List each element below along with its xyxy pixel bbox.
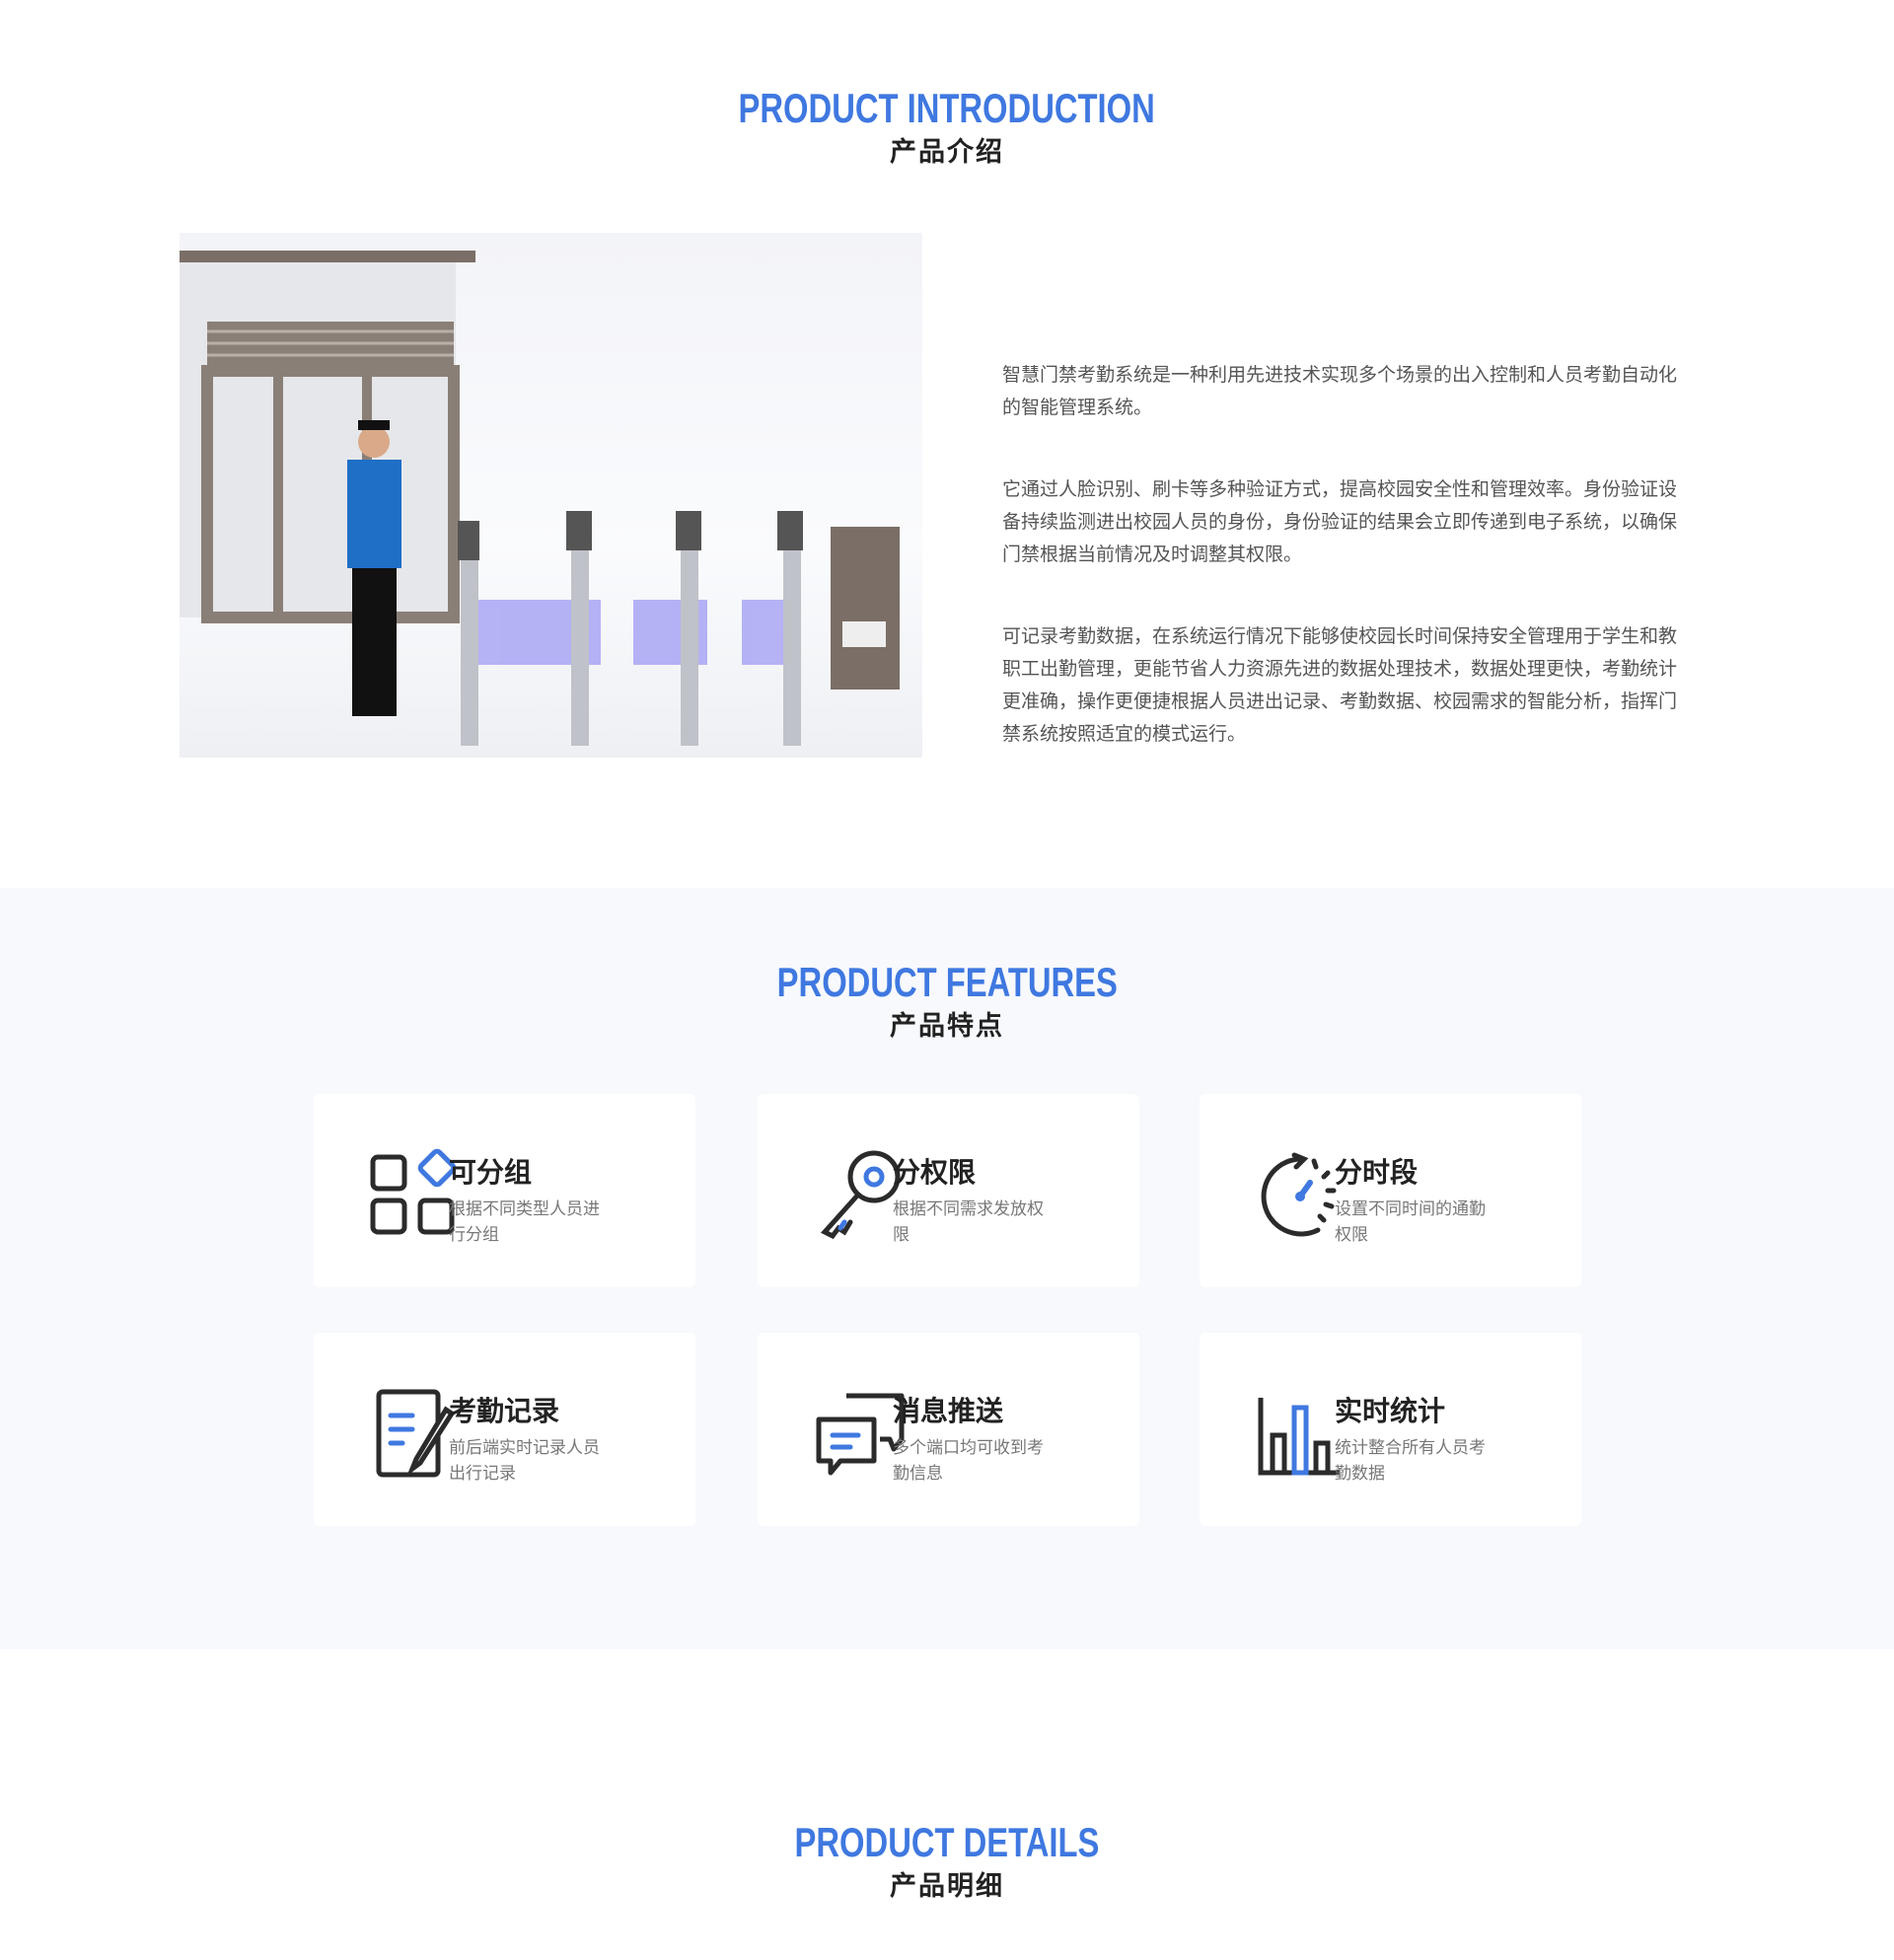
intro-paragraph: 可记录考勤数据，在系统运行情况下能够使校园长时间保持安全管理用于学生和教职工出勤… — [1002, 626, 1678, 745]
feature-card-time-slots: 分时段 设置不同时间的通勤权限 — [1200, 1094, 1581, 1287]
feature-title: 可分组 — [449, 1157, 533, 1188]
feature-desc: 多个端口均可收到考勤信息 — [893, 1438, 1044, 1483]
details-title-en: PRODUCT DETAILS — [794, 1819, 1100, 1865]
intro-paragraph: 智慧门禁考勤系统是一种利用先进技术实现多个场景的出入控制和人员考勤自动化的智能管… — [1002, 365, 1678, 418]
feature-desc: 根据不同需求发放权限 — [893, 1199, 1044, 1244]
grid-icon — [370, 1148, 457, 1235]
feature-card-attendance-record: 考勤记录 前后端实时记录人员出行记录 — [314, 1333, 695, 1526]
feature-card-permissions: 分权限 根据不同需求发放权限 — [758, 1094, 1139, 1287]
feature-title: 考勤记录 — [449, 1396, 560, 1426]
edit-note-icon — [376, 1389, 456, 1478]
features-title-cn: 产品特点 — [890, 1011, 1004, 1041]
feature-title: 消息推送 — [893, 1396, 1004, 1426]
feature-title: 分权限 — [893, 1157, 977, 1188]
chat-icon — [816, 1393, 905, 1476]
features-heading: PRODUCT FEATURES 产品特点 — [0, 959, 1894, 1043]
intro-paragraph: 它通过人脸识别、刷卡等多种验证方式，提高校园安全性和管理效率。身份验证设备持续监… — [1002, 479, 1678, 565]
feature-card-realtime-stats: 实时统计 统计整合所有人员考勤数据 — [1200, 1333, 1581, 1526]
feature-title: 实时统计 — [1335, 1396, 1446, 1426]
intro-description: 智慧门禁考勤系统是一种利用先进技术实现多个场景的出入控制和人员考勤自动化的智能管… — [1002, 359, 1683, 800]
feature-desc: 前后端实时记录人员出行记录 — [449, 1438, 600, 1483]
timer-icon — [1261, 1152, 1337, 1237]
key-icon — [820, 1150, 901, 1240]
details-heading: PRODUCT DETAILS 产品明细 — [0, 1819, 1894, 1903]
feature-card-message-push: 消息推送 多个端口均可收到考勤信息 — [758, 1333, 1139, 1526]
intro-title-cn: 产品介绍 — [890, 137, 1004, 167]
features-section: PRODUCT FEATURES 产品特点 可分组 根据不同类型人员进行分组 分… — [0, 888, 1894, 1649]
intro-heading: PRODUCT INTRODUCTION 产品介绍 — [0, 85, 1894, 169]
feature-title: 分时段 — [1335, 1157, 1419, 1188]
features-title-en: PRODUCT FEATURES — [776, 959, 1118, 1005]
bar-chart-icon — [1258, 1398, 1340, 1476]
product-photo — [180, 233, 922, 758]
feature-desc: 统计整合所有人员考勤数据 — [1335, 1438, 1486, 1483]
details-title-cn: 产品明细 — [890, 1871, 1004, 1901]
feature-card-grouping: 可分组 根据不同类型人员进行分组 — [314, 1094, 695, 1287]
feature-desc: 设置不同时间的通勤权限 — [1335, 1199, 1486, 1244]
intro-title-en: PRODUCT INTRODUCTION — [738, 85, 1156, 131]
feature-desc: 根据不同类型人员进行分组 — [449, 1199, 600, 1244]
